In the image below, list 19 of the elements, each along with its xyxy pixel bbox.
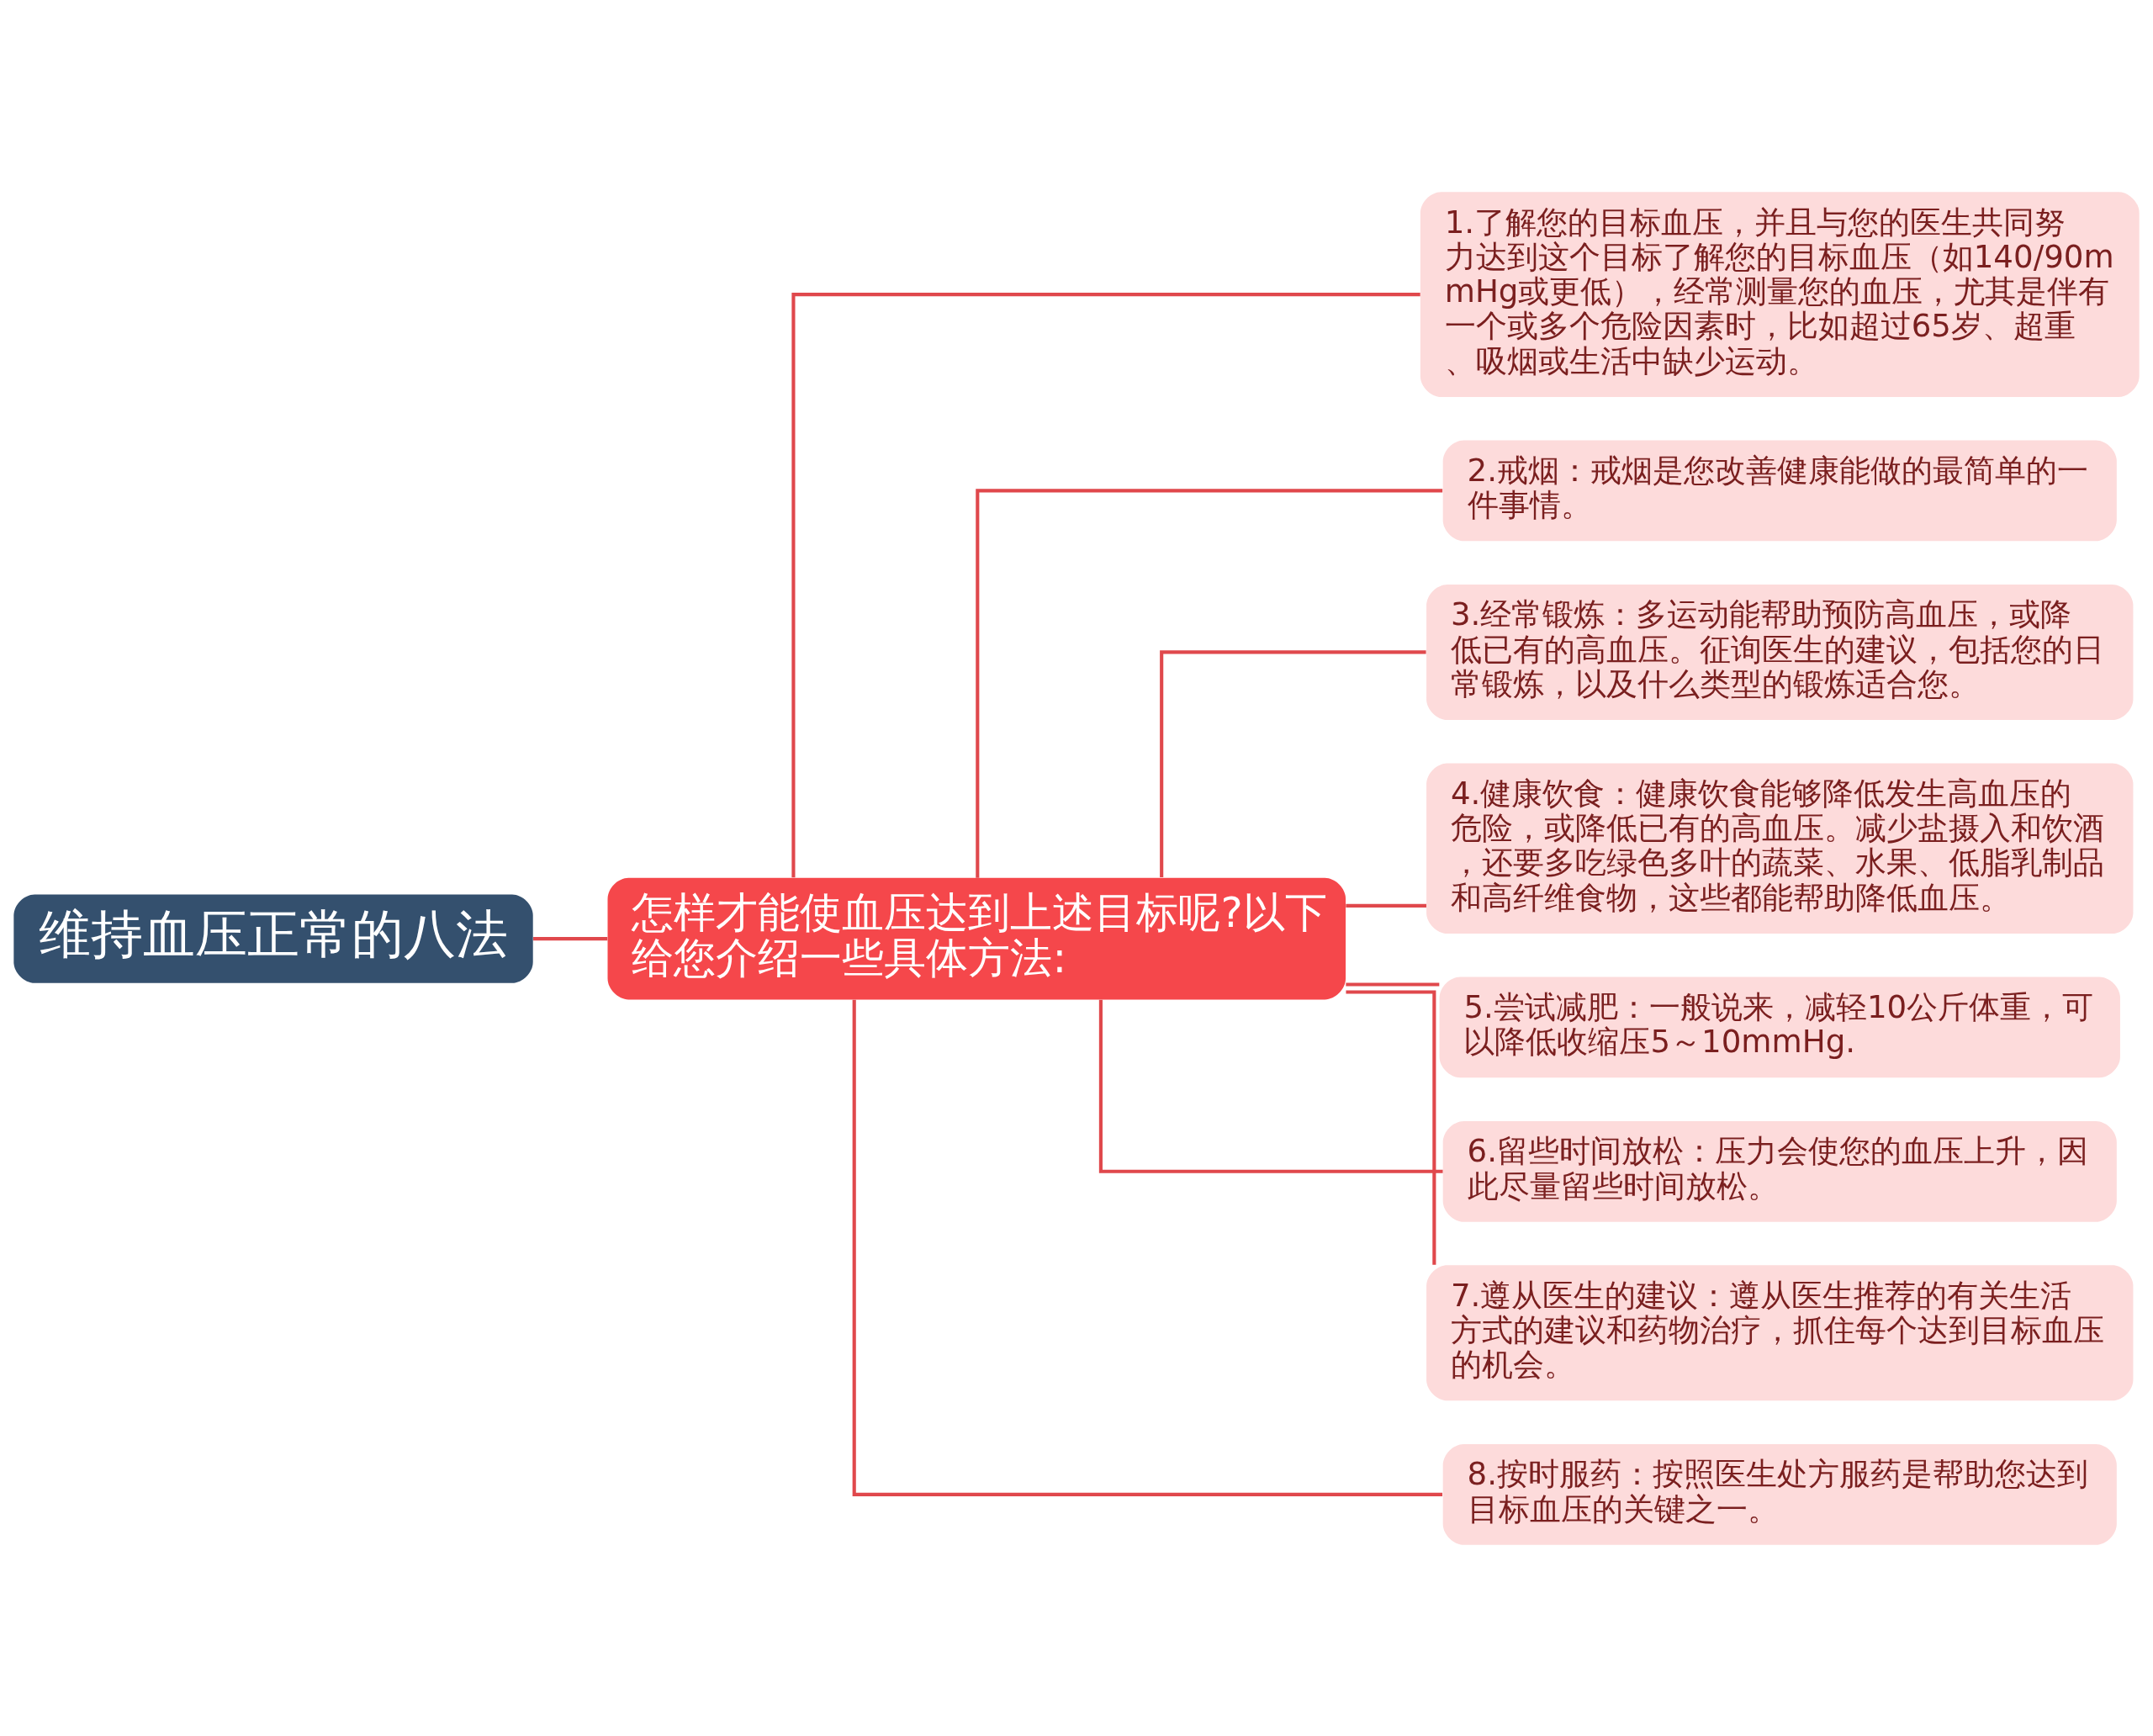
node-box: 2.戒烟：戒烟是您改善健康能做的最简单的一件事情。 — [1442, 440, 2117, 541]
node-box: 5.尝试减肥：一般说来，减轻10公斤体重，可以降低收缩压5～10mmHg. — [1439, 977, 2120, 1077]
connector — [976, 488, 1443, 878]
node-box: 3.经常锻炼：多运动能帮助预防高血压，或降低已有的高血压。征询医生的建议，包括您的日常锻炼，以及什么类型的锻炼适合您。 — [1426, 584, 2134, 720]
connector — [1160, 649, 1426, 877]
connector — [852, 999, 1443, 1496]
node-box: 怎样才能使血压达到上述目标呢?以下给您介绍一些具体方法: — [607, 877, 1346, 999]
connector — [1098, 999, 1443, 1173]
node-box: 6.留些时间放松：压力会使您的血压上升，因此尽量留些时间放松。 — [1442, 1120, 2117, 1222]
connector — [533, 936, 608, 940]
node-box: 维持血压正常的八法 — [13, 893, 533, 983]
connector — [791, 292, 1420, 877]
connector — [1346, 903, 1426, 908]
connector — [1346, 982, 1440, 987]
connector — [1346, 989, 1436, 1265]
node-box: 4.健康饮食：健康饮食能够降低发生高血压的危险，或降低已有的高血压。减少盐摄入和饮酒，还要多吃绿色多叶的蔬菜、水果、低脂乳制品和高纤维食物，这些都能帮助降低血压。 — [1426, 763, 2134, 934]
node-box: 7.遵从医生的建议：遵从医生推荐的有关生活方式的建议和药物治疗，抓住每个达到目标血压的机会。 — [1426, 1264, 2134, 1400]
node-box: 8.按时服药：按照医生处方服药是帮助您达到目标血压的关键之一。 — [1442, 1443, 2117, 1545]
node-box: 1.了解您的目标血压，并且与您的医生共同努力达到这个目标了解您的目标血压（如140/90mmHg或更低），经常测量您的血压，尤其是伴有一个或多个危险因素时，比如超过65岁、超重、吸烟或生活中缺少运动。 — [1420, 191, 2140, 397]
